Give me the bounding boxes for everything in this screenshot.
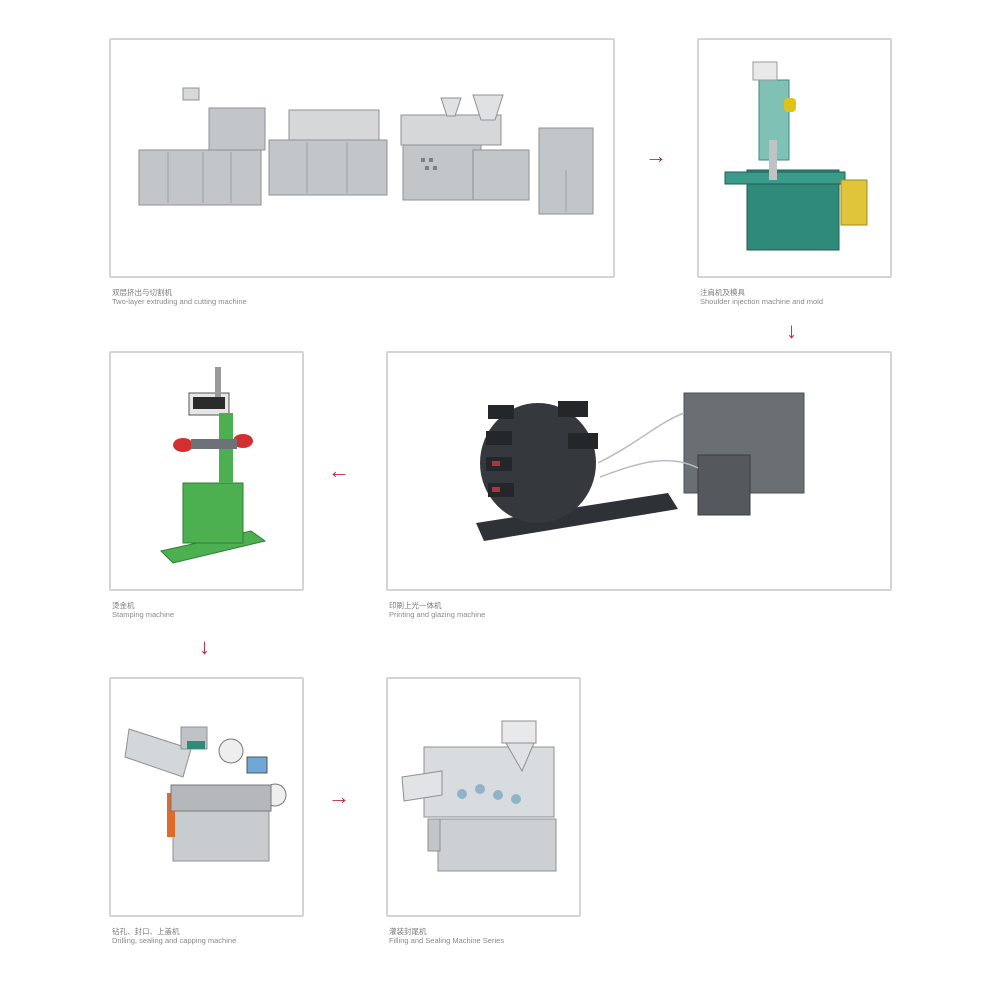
step-3-image-frame xyxy=(386,351,892,591)
step-1-caption: 双层挤出与切割机 Two-layer extruding and cutting… xyxy=(112,288,247,306)
drilling-sealing-capping-machine-illustration xyxy=(124,726,287,862)
shoulder-injection-machine-illustration xyxy=(724,61,868,251)
step-6-caption: 灌装封尾机 Filling and Sealing Machine Series xyxy=(389,927,504,945)
arrow-left-icon: ← xyxy=(328,458,350,483)
step-2-caption-zh: 注肩机及模具 xyxy=(700,288,745,297)
step-4-image-frame xyxy=(109,351,304,591)
step-6-image-frame xyxy=(386,677,581,917)
step-6-caption-en: Filling and Sealing Machine Series xyxy=(389,936,505,945)
step-1-caption-zh: 双层挤出与切割机 xyxy=(112,288,172,297)
filling-sealing-machine-illustration xyxy=(401,720,557,872)
step-2-caption: 注肩机及模具 Shoulder injection machine and mo… xyxy=(700,288,823,306)
step-3-caption-zh: 印刷上光一体机 xyxy=(389,601,442,610)
step-4-caption: 烫金机 Stamping machine xyxy=(112,601,174,619)
arrow-right-icon: → xyxy=(645,143,667,168)
stamping-machine-illustration xyxy=(160,367,267,564)
step-5-caption: 钻孔、封口、上盖机 Drilling, sealing and capping … xyxy=(112,927,236,945)
printing-glazing-machine-illustration xyxy=(476,392,805,541)
step-4-caption-en: Stamping machine xyxy=(112,610,175,619)
step-4-caption-zh: 烫金机 xyxy=(112,601,135,610)
extruding-cutting-machine-illustration xyxy=(138,87,594,215)
step-3-caption: 印刷上光一体机 Printing and glazing machine xyxy=(389,601,485,619)
arrow-down-icon: ↓ xyxy=(786,318,797,343)
step-5-image-frame xyxy=(109,677,304,917)
arrow-right-icon: → xyxy=(328,784,350,809)
step-1-image-frame xyxy=(109,38,615,278)
step-2-caption-en: Shoulder injection machine and mold xyxy=(700,297,823,306)
step-1-caption-en: Two-layer extruding and cutting machine xyxy=(112,297,247,306)
step-5-caption-en: Drilling, sealing and capping machine xyxy=(112,936,237,945)
step-6-caption-zh: 灌装封尾机 xyxy=(389,927,427,936)
arrow-down-icon: ↓ xyxy=(199,634,210,659)
step-3-caption-en: Printing and glazing machine xyxy=(389,610,486,619)
step-2-image-frame xyxy=(697,38,892,278)
step-5-caption-zh: 钻孔、封口、上盖机 xyxy=(112,927,180,936)
